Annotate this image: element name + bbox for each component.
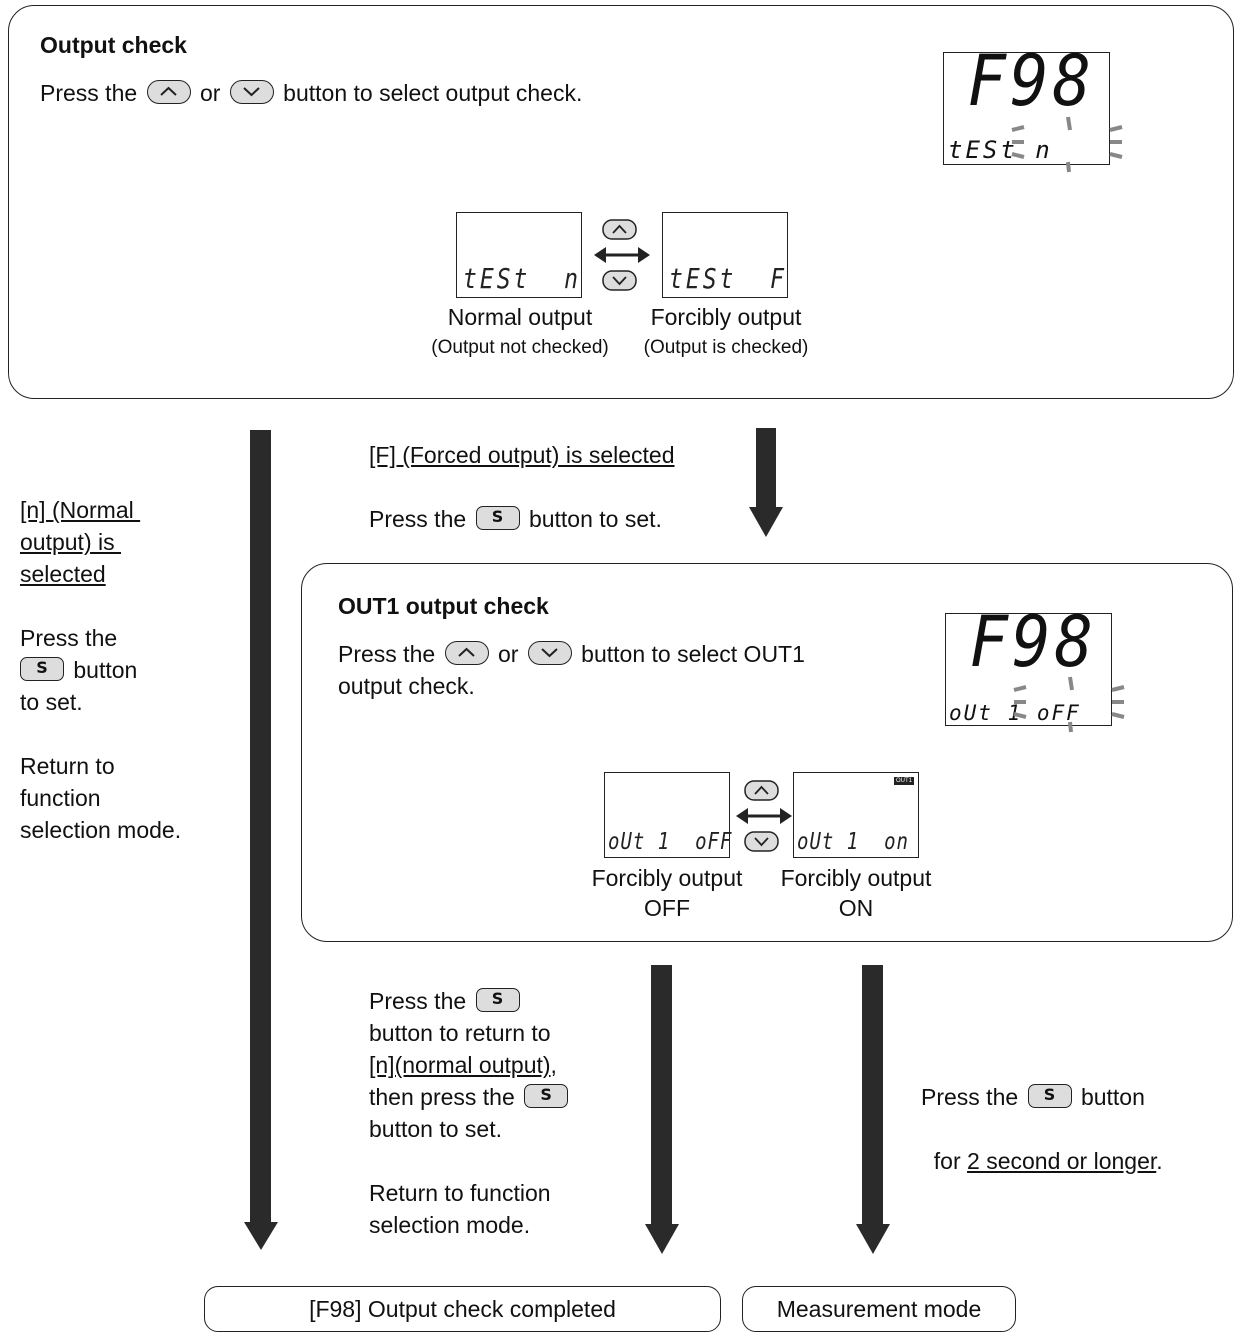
panel-title: Output check [40,32,187,58]
right-flow-arrow [862,965,883,1227]
forced-off-label: Forcibly output [591,865,743,891]
out1-indicator: OUT1 [893,777,914,785]
set-button-icon: S [20,656,64,681]
measurement-mode-box: Measurement mode [742,1286,1016,1332]
mid-return-line: button to return to [369,1020,551,1046]
display-bottom-value: tESt n [948,136,1053,164]
forced-output-display: tESt F [662,212,788,298]
mid-normal-line: [n](normal output), [369,1052,557,1078]
left-return-text-2: function [20,785,101,811]
mid-flow-arrow [651,965,672,1227]
forced-output-label: Forcibly output [650,304,802,330]
left-to-set-text: to set. [20,689,83,715]
toggle-arrows-icon [736,780,792,852]
set-button-icon: S [524,1083,569,1108]
normal-selected-text-2: output) is [20,529,121,555]
toggle-arrows-icon [594,219,650,291]
right-arrow-head-icon [856,1224,890,1254]
output-check-completed-box: [F98] Output check completed [204,1286,721,1332]
panel-title: OUT1 output check [338,593,549,619]
out1-on-display: OUT1 oUt 1 on [793,772,919,858]
display-bottom-value: oUt 1 oFF [949,701,1081,725]
forced-output-sub: (Output is checked) [643,337,809,358]
instruction-text: Press the or button to select output che… [40,79,583,106]
left-arrow-head-icon [244,1222,278,1250]
forced-press-text: Press the S button to set. [369,505,662,532]
mid-return-text-2: selection mode. [369,1212,531,1238]
display-top-value: F98 [969,602,1097,684]
blink-marks-icon [1013,676,1125,733]
mid-return-text: Return to function [369,1180,551,1206]
main-display: F98 oUt 1 oFF [945,602,1112,726]
blink-marks-icon [1011,116,1123,173]
down-button-icon [527,640,572,665]
down-button-icon [229,79,274,104]
up-button-icon [444,640,489,665]
instruction-text-2: output check. [338,673,475,699]
main-display: F98 tESt n [943,41,1110,165]
normal-output-sub: (Output not checked) [431,337,609,358]
forced-off-label-2: OFF [644,895,690,921]
forced-on-label: Forcibly output [780,865,932,891]
out1-check-panel [301,563,1233,942]
mid-arrow-head-icon [645,1224,679,1254]
right-duration-text: for 2 second or longer. [933,1148,1163,1174]
set-button-icon: S [1027,1083,1072,1108]
set-button-icon: S [475,987,520,1012]
forced-arrow-head-icon [749,507,783,537]
left-flow-arrow [250,430,271,1225]
normal-output-display: tESt n [456,212,582,298]
forced-flow-arrow [756,428,776,510]
up-button-icon [146,79,191,104]
display-top-value: F98 [967,41,1095,123]
normal-selected-text: [n] (Normal [20,497,141,523]
mid-then-line: then press the S [369,1081,571,1113]
left-press-button-line: S button [20,654,137,686]
right-press-text: Press the S button [921,1083,1145,1110]
out1-off-display: oUt 1 oFF [604,772,731,858]
mid-press-text: Press the S [369,985,523,1017]
left-return-text-3: selection mode. [20,817,182,843]
set-button-icon: S [475,505,520,530]
left-press-text: Press the [20,625,118,651]
normal-selected-text-3: selected [20,561,106,587]
left-return-text: Return to [20,753,115,779]
forced-on-label-2: ON [838,895,874,921]
instruction-text: Press the or button to select OUT1 [338,640,805,667]
mid-set-line: button to set. [369,1116,502,1142]
normal-output-label: Normal output [447,304,593,330]
forced-selected-text: [F] (Forced output) is selected [369,442,675,468]
